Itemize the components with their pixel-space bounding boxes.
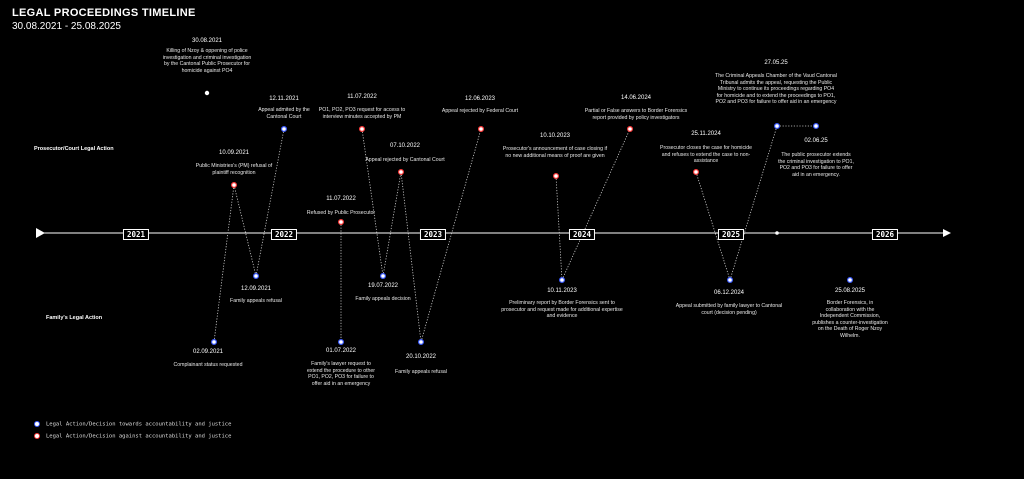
event-label: Family appeals decision: [355, 296, 411, 302]
event-label: Preliminary report by Border Forensics s…: [501, 300, 623, 320]
legend-against: Legal Action/Decision against accountabi…: [34, 433, 231, 440]
event-date: 10.11.2023: [547, 288, 577, 294]
event-date: 01.07.2022: [325, 348, 357, 354]
event-dot-towards: [846, 277, 853, 284]
event-dot-towards: [211, 339, 218, 346]
event-connector: [420, 128, 482, 343]
event-date: 02.06.25: [804, 138, 828, 144]
event-date: 12.09.2021: [240, 286, 272, 292]
event-dot-towards: [558, 277, 565, 284]
event-label: The public prosecutor extends the crimin…: [778, 152, 854, 178]
event-date: 12.06.2023: [464, 96, 496, 102]
event-label: Public Ministries's (PM) refusal of plai…: [195, 163, 273, 176]
event-dot-against: [338, 219, 345, 226]
event-connector: [233, 184, 257, 277]
event-date: 02.09.2021: [192, 349, 224, 355]
event-dot-towards: [773, 122, 780, 129]
year-2026: 2026: [871, 229, 899, 240]
legend-towards-label: Legal Action/Decision towards accountabi…: [46, 421, 232, 428]
legend-towards-dot: [34, 421, 40, 427]
event-dot-towards: [281, 125, 288, 132]
event-label: Appeal rejected by Cantonal Court: [365, 157, 445, 163]
event-dot-towards: [812, 122, 819, 129]
event-connector: [361, 128, 384, 277]
event-label: Refused by Public Prosecutor: [306, 210, 376, 216]
event-date: 25.08.2025: [834, 288, 866, 294]
event-label: Family's lawyer request to extend the pr…: [306, 361, 376, 387]
axis-marker-dot: [775, 231, 779, 235]
event-label: PO1, PO2, PO3 request for access to inte…: [318, 107, 406, 120]
page-title: LEGAL PROCEEDINGS TIMELINE: [12, 7, 196, 19]
legend-against-label: Legal Action/Decision against accountabi…: [46, 433, 232, 440]
axis-end-arrow: [943, 229, 951, 237]
event-dot-against: [478, 125, 485, 132]
date-range: 30.08.2021 - 25.08.2025: [12, 21, 121, 32]
connector-lines: [213, 125, 816, 343]
event-date: 12.11.2021: [269, 96, 299, 102]
event-date: 27.05.25: [764, 60, 788, 66]
event-connector: [382, 171, 402, 277]
event-date: 06.12.2024: [713, 290, 745, 296]
event-label: Prosecutor's announcement of case closin…: [502, 146, 608, 159]
event-connector: [555, 175, 563, 281]
legend-against-dot: [34, 433, 40, 439]
event-dot-towards: [338, 339, 345, 346]
event-label: Family appeals refusal: [395, 369, 447, 375]
event-label: Partial or False answers to Border Foren…: [584, 108, 688, 121]
event-date: 19.07.2022: [367, 283, 399, 289]
event-dot-towards: [726, 277, 733, 284]
lane-label-prosecutor: Prosecutor/Court Legal Action: [34, 146, 114, 152]
event-date: 11.07.2022: [326, 196, 356, 202]
event-date: 11.07.2022: [347, 94, 377, 100]
event-connector: [400, 171, 422, 343]
axis-start-arrow: [36, 228, 45, 238]
event-dot-neutral: [204, 90, 210, 96]
event-dots: [204, 90, 853, 346]
year-2024: 2024: [568, 229, 596, 240]
event-dot-against: [552, 173, 559, 180]
event-label: Appeal admited by the Cantonal Court: [258, 107, 310, 120]
event-connector: [695, 171, 731, 281]
event-dot-against: [231, 182, 238, 189]
lane-label-family: Family's Legal Action: [46, 315, 103, 321]
event-dot-towards: [380, 273, 387, 280]
legend-towards: Legal Action/Decision towards accountabi…: [34, 421, 231, 428]
event-date: 10.09.2021: [218, 150, 250, 156]
event-dot-towards: [418, 339, 425, 346]
event-label: The Criminal Appeals Chamber of the Vaud…: [715, 73, 837, 106]
event-label: Appeal rejected by Federal Court: [441, 108, 519, 114]
event-label: Border Forensics, in collaboration with …: [812, 300, 888, 339]
event-connector: [561, 128, 631, 281]
event-connector: [255, 128, 285, 277]
event-label: Appeal submitted by family lawyer to Can…: [675, 303, 783, 316]
event-date: 25.11.2024: [691, 131, 721, 137]
event-date: 07.10.2022: [389, 143, 421, 149]
year-2021: 2021: [122, 229, 150, 240]
event-dot-against: [398, 169, 405, 176]
event-label: Killing of Nzoy & oppening of police inv…: [162, 48, 252, 74]
event-connector: [213, 184, 235, 343]
event-dot-against: [692, 169, 699, 176]
event-date: 30.08.2021: [191, 38, 223, 44]
event-label: Complainant status requested: [173, 362, 243, 368]
event-dot-against: [626, 125, 633, 132]
event-label: Prosecutor closes the case for homicide …: [660, 145, 752, 165]
event-label: Family appeals refusal: [230, 298, 282, 304]
year-2025: 2025: [717, 229, 745, 240]
event-dot-towards: [253, 273, 260, 280]
event-date: 10.10.2023: [539, 133, 571, 139]
event-dot-against: [359, 125, 366, 132]
year-2023: 2023: [419, 229, 447, 240]
year-2022: 2022: [270, 229, 298, 240]
event-date: 20.10.2022: [405, 354, 437, 360]
event-date: 14.06.2024: [620, 95, 652, 101]
